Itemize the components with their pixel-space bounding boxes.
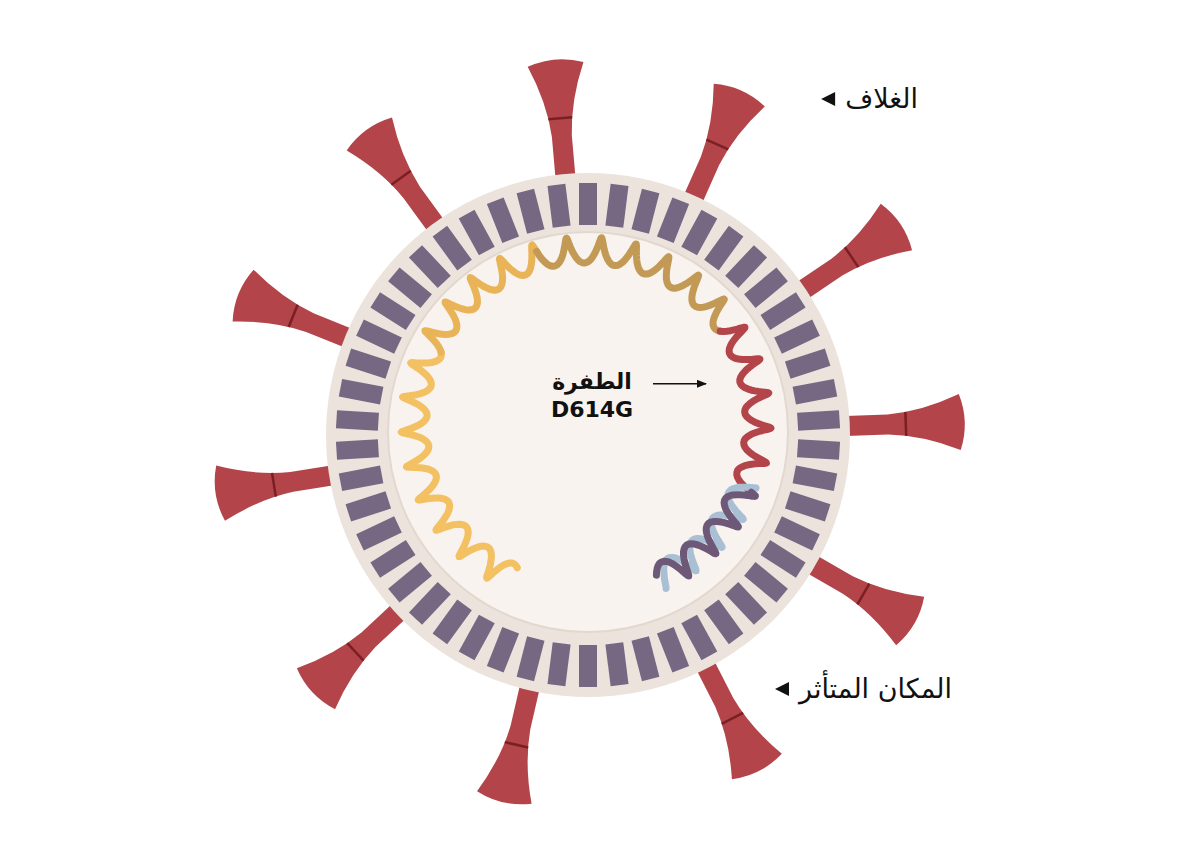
membrane-segment (356, 320, 402, 354)
virus-interior (388, 232, 788, 632)
membrane-segment (339, 379, 384, 405)
membrane-segment (547, 642, 570, 686)
membrane-segment (459, 615, 495, 660)
membrane-segment (605, 642, 628, 686)
membrane-segment (774, 320, 820, 354)
rna-strand (425, 245, 537, 352)
membrane-segment (785, 349, 831, 379)
membrane-segment (605, 184, 628, 228)
membrane-segment (487, 197, 519, 243)
spike-band (391, 171, 410, 185)
spike-band (857, 584, 869, 605)
membrane-segment (681, 615, 717, 660)
membrane-segment (487, 627, 519, 673)
membrane-segment (657, 197, 689, 243)
rna-helix (401, 238, 771, 589)
membrane-segment (793, 466, 838, 492)
membrane-segment (704, 600, 743, 645)
spike-band (505, 742, 528, 747)
spike-band (272, 473, 276, 497)
membrane-segment (547, 184, 570, 228)
spike-band (289, 305, 298, 327)
membrane-segment (517, 189, 545, 234)
membrane-segment (681, 210, 717, 255)
membrane-segment (517, 636, 545, 681)
membrane-segment (433, 226, 472, 271)
pointer-triangle (775, 682, 789, 696)
membrane-segment (336, 410, 379, 431)
part-label: المكان المتأثر (799, 672, 952, 706)
membrane-segments (336, 183, 840, 687)
spike-band (706, 140, 728, 150)
membrane-segment (370, 540, 415, 578)
spike-proteins (211, 57, 965, 809)
spike-band (845, 247, 858, 267)
membrane-segment (774, 516, 820, 550)
membrane-segment (797, 410, 840, 431)
pointer-triangle (821, 92, 835, 106)
membrane-segment (579, 183, 597, 225)
membrane-segment (793, 379, 838, 405)
membrane-segment (632, 189, 660, 234)
membrane-segment (356, 516, 402, 550)
mutation-label: الطفرة D614G (537, 368, 647, 423)
rna-strand (401, 352, 517, 578)
part-label: الغلاف (845, 82, 918, 116)
rna-strand (537, 238, 725, 332)
membrane-segment (339, 466, 384, 492)
membrane-segment (336, 439, 379, 460)
membrane-segment (632, 636, 660, 681)
leader-arrow (653, 383, 706, 385)
spike-band (548, 117, 572, 119)
envelope-outer (326, 173, 850, 697)
membrane-segment (657, 627, 689, 673)
membrane-segment (346, 349, 392, 379)
spike-band (347, 643, 363, 661)
membrane-segment (346, 491, 392, 521)
spike-band (904, 412, 907, 436)
rna-strand (656, 492, 755, 576)
membrane-segment (459, 210, 495, 255)
membrane-segment (760, 292, 805, 330)
rna-strand (720, 327, 771, 492)
membrane-segment (579, 645, 597, 687)
membrane-segment (797, 439, 840, 460)
membrane-segment (785, 491, 831, 521)
spike-band (722, 713, 743, 724)
